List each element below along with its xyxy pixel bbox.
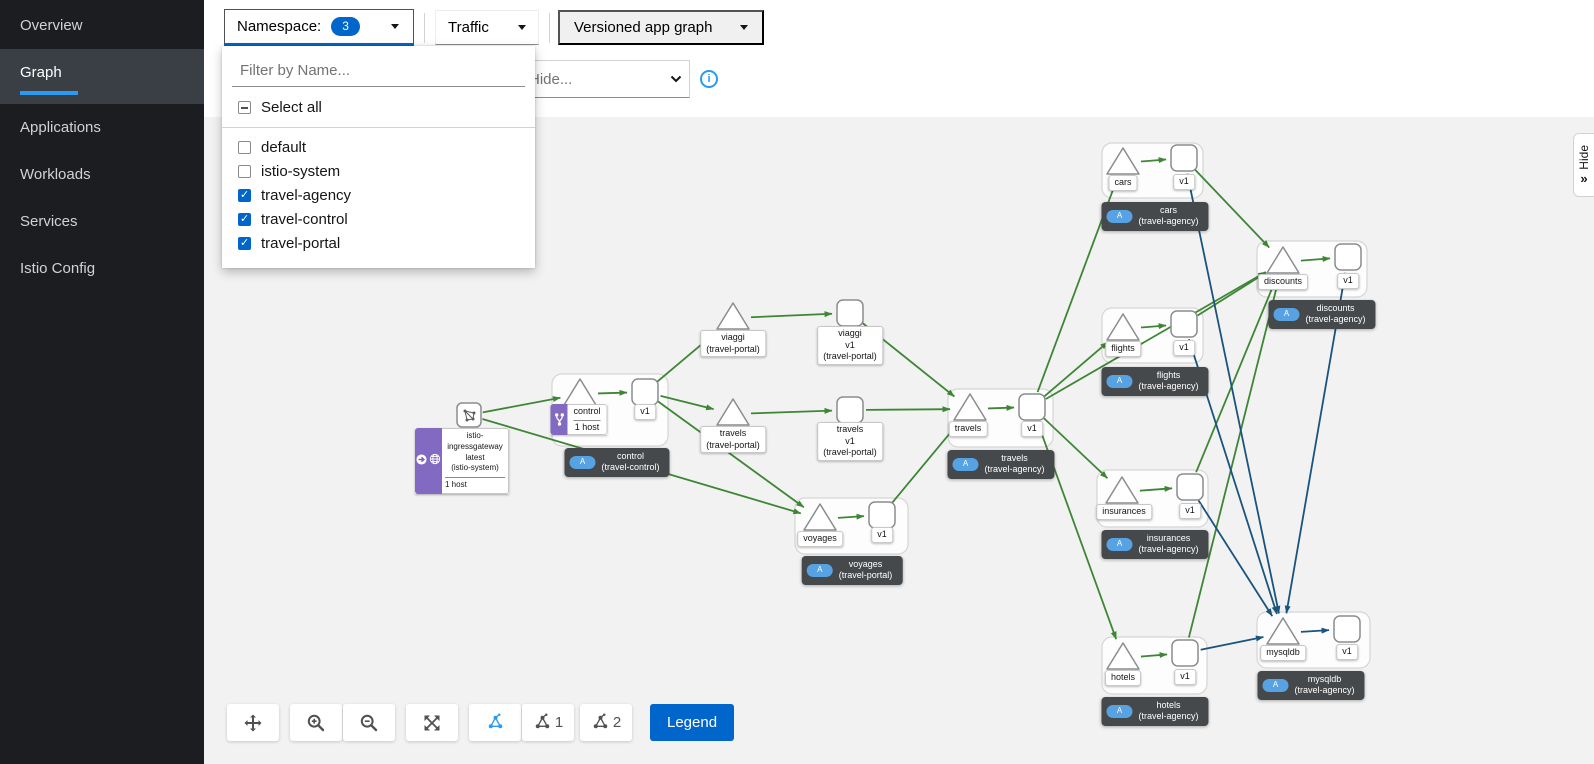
namespace-label: Namespace: (237, 18, 322, 35)
namespace-option-istio-system[interactable]: istio-system (222, 159, 535, 183)
namespace-option-label: travel-agency (261, 186, 352, 204)
namespace-option-label: default (261, 138, 307, 156)
indeterminate-checkbox-icon[interactable] (238, 101, 251, 114)
traffic-dropdown[interactable]: Traffic (435, 10, 539, 45)
chevron-down-icon (391, 24, 399, 29)
hide-input-group (520, 60, 690, 98)
zoom-out-button[interactable] (343, 704, 395, 741)
legend-button[interactable]: Legend (650, 704, 735, 741)
sidebar-item-services[interactable]: Services (20, 213, 78, 230)
sidebar-item-graph[interactable]: Graph (0, 49, 204, 104)
layout-1-button[interactable]: 1 (522, 704, 574, 741)
graph-layout-icon (533, 713, 552, 732)
graph-layout-icon (486, 713, 505, 732)
zoom-in-button[interactable] (290, 704, 342, 741)
toolbar-divider (424, 13, 425, 43)
traffic-label: Traffic (448, 19, 489, 36)
hide-input[interactable] (521, 61, 663, 97)
chevron-down-icon (740, 25, 748, 30)
hide-panel-tab[interactable]: Hide (1573, 133, 1594, 197)
sidebar-item-workloads[interactable]: Workloads (20, 166, 91, 183)
double-chevron-icon (1580, 172, 1587, 185)
checked-checkbox-icon[interactable] (238, 212, 251, 226)
info-icon[interactable] (700, 70, 718, 88)
chevron-down-icon (518, 25, 526, 30)
namespace-filter-input[interactable] (232, 59, 525, 87)
checked-checkbox-icon[interactable] (238, 188, 251, 202)
graph-layout-icon (591, 713, 610, 732)
sidebar-item-applications[interactable]: Applications (20, 119, 101, 136)
select-all-label: Select all (261, 99, 322, 116)
chevron-down-icon[interactable] (663, 61, 689, 97)
checked-checkbox-icon[interactable] (238, 236, 251, 250)
namespace-option-label: travel-control (261, 210, 348, 228)
pan-button[interactable] (227, 704, 279, 741)
fit-to-screen-button[interactable] (406, 704, 458, 741)
namespace-option-travel-control[interactable]: travel-control (222, 207, 535, 231)
hide-tab-label: Hide (1577, 144, 1591, 170)
zoom-out-icon (359, 713, 379, 733)
toolbar-divider (549, 13, 550, 43)
namespace-option-travel-portal[interactable]: travel-portal (222, 231, 535, 255)
layout-2-button[interactable]: 2 (580, 704, 632, 741)
sidebar-item-overview[interactable]: Overview (20, 17, 83, 34)
namespace-dropdown-button[interactable]: Namespace: 3 (224, 9, 414, 46)
namespace-option-travel-agency[interactable]: travel-agency (222, 183, 535, 207)
unchecked-checkbox-icon[interactable] (238, 140, 251, 154)
graph-type-dropdown[interactable]: Versioned app graph (558, 10, 764, 45)
expand-icon (422, 713, 442, 733)
namespace-dropdown-panel: Select all default istio-system travel-age… (222, 46, 535, 268)
namespace-option-label: istio-system (261, 162, 341, 180)
sidebar-item-istio-config[interactable]: Istio Config (20, 260, 96, 277)
namespace-option-default[interactable]: default (222, 135, 535, 159)
zoom-in-icon (306, 713, 326, 733)
namespace-option-label: travel-portal (261, 234, 341, 252)
layout-number-label: 1 (554, 714, 564, 731)
layout-default-button[interactable] (469, 704, 521, 741)
namespace-count-badge: 3 (331, 17, 360, 36)
select-all-option[interactable]: Select all (222, 87, 535, 128)
namespace-options-list: default istio-system travel-agency travel-c… (222, 128, 535, 255)
graph-type-label: Versioned app graph (574, 19, 713, 36)
layout-number-label: 2 (612, 714, 622, 731)
move-icon (243, 713, 263, 733)
unchecked-checkbox-icon[interactable] (238, 164, 251, 178)
